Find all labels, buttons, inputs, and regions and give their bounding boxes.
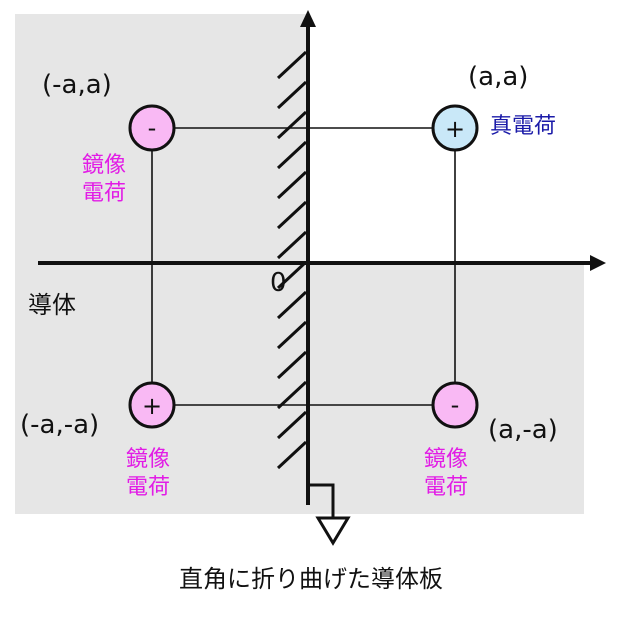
x-axis [38, 255, 606, 271]
hatch-mark [276, 320, 308, 350]
charge-bottom-right: - [431, 381, 479, 429]
image-charge-label-bottom-left: 鏡像 電荷 [126, 446, 170, 501]
charge-connectors [151, 127, 456, 406]
image-charge-label-line1: 鏡像 [424, 447, 469, 472]
hatch-mark [276, 200, 308, 230]
image-charge-label-line1: 鏡像 [82, 153, 127, 178]
charge-sign: + [142, 392, 162, 420]
real-charge-label: 真電荷 [490, 114, 557, 139]
image-charge-label-line2: 電荷 [424, 474, 469, 500]
hatch-mark [276, 350, 308, 380]
charge-top-right: + [431, 104, 479, 152]
coord-top-left: (-a,a) [42, 70, 112, 100]
charge-sign: - [148, 114, 157, 142]
coord-bottom-right: (a,-a) [488, 415, 558, 445]
hatch-mark [276, 260, 308, 290]
plate-hatching [276, 50, 308, 470]
coord-top-right: (a,a) [468, 62, 529, 92]
charge-sign: - [451, 391, 460, 419]
hatch-mark [276, 230, 308, 260]
charge-sign: + [445, 115, 465, 143]
origin-label: 0 [270, 268, 287, 298]
image-charge-label-line2: 電荷 [126, 474, 171, 500]
coord-bottom-left: (-a,-a) [20, 410, 100, 440]
hatch-mark [276, 80, 308, 110]
image-charge-label-top-left: 鏡像 電荷 [82, 152, 126, 207]
hatch-mark [276, 380, 308, 410]
charge-top-left: - [128, 104, 176, 152]
ground-icon [308, 483, 351, 546]
caption: 直角に折り曲げた導体板 [179, 565, 443, 593]
image-charge-label-line1: 鏡像 [126, 447, 171, 472]
hatch-mark [276, 410, 308, 440]
hatch-mark [276, 50, 308, 80]
hatch-mark [276, 110, 308, 140]
image-charge-label-bottom-right: 鏡像 電荷 [424, 446, 468, 501]
hatch-mark [276, 440, 308, 470]
charge-bottom-left: + [128, 381, 176, 429]
image-charge-label-line2: 電荷 [82, 180, 127, 206]
y-axis [300, 10, 316, 505]
hatch-mark [276, 140, 308, 170]
hatch-mark [276, 290, 308, 320]
hatch-mark [276, 170, 308, 200]
conductor-label: 導体 [28, 291, 76, 319]
